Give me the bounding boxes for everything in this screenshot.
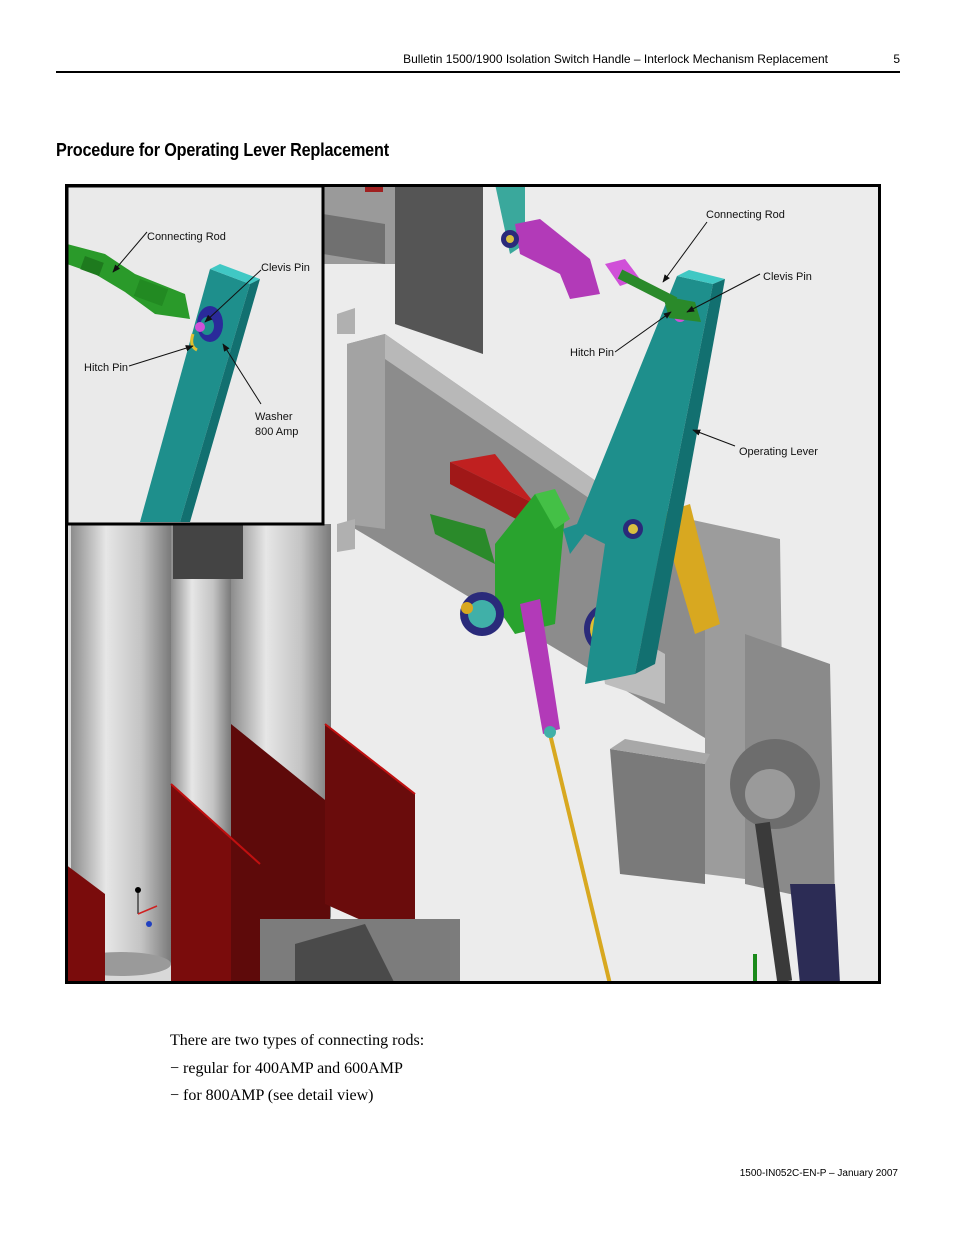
inset-label-washer-rating: 800 Amp [255,426,298,438]
pivot-left [460,592,504,636]
main-callouts: Connecting Rod Clevis Pin Hitch Pin Oper… [570,209,818,458]
inset-label-connecting-rod: Connecting Rod [147,231,226,243]
mechanism-figure: Connecting Rod Clevis Pin Hitch Pin Oper… [65,184,881,984]
top-linkage [495,184,701,322]
handle-bracket [610,514,840,984]
body-intro: There are two types of connecting rods: [170,1032,425,1049]
label-connecting-rod: Connecting Rod [706,209,785,221]
footer-doc-id: 1500-IN052C-EN-P – January 2007 [739,1168,898,1179]
section-title: Procedure for Operating Lever Replacemen… [56,140,389,160]
label-hitch-pin: Hitch Pin [570,347,614,359]
upper-housing [323,184,483,354]
inset-label-hitch-pin: Hitch Pin [84,362,128,374]
label-operating-lever: Operating Lever [739,446,818,458]
page-number: 5 [893,52,900,66]
figure-frame [65,184,881,984]
body-item-2: − for 800AMP (see detail view) [170,1087,374,1104]
header-rule [56,71,900,73]
operating-lever [563,270,725,684]
latch-bracket [430,489,570,634]
label-clevis-pin: Clevis Pin [763,271,812,283]
inset-label-clevis-pin: Clevis Pin [261,262,310,274]
body-item-1: − regular for 400AMP and 600AMP [170,1060,403,1077]
inset-label-washer: Washer [255,411,293,423]
cable-clevis [520,599,612,984]
fuse-assembly [65,524,460,984]
running-header: Bulletin 1500/1900 Isolation Switch Hand… [403,52,828,66]
detail-inset: Connecting Rod Clevis Pin Hitch Pin Wash… [65,184,325,526]
